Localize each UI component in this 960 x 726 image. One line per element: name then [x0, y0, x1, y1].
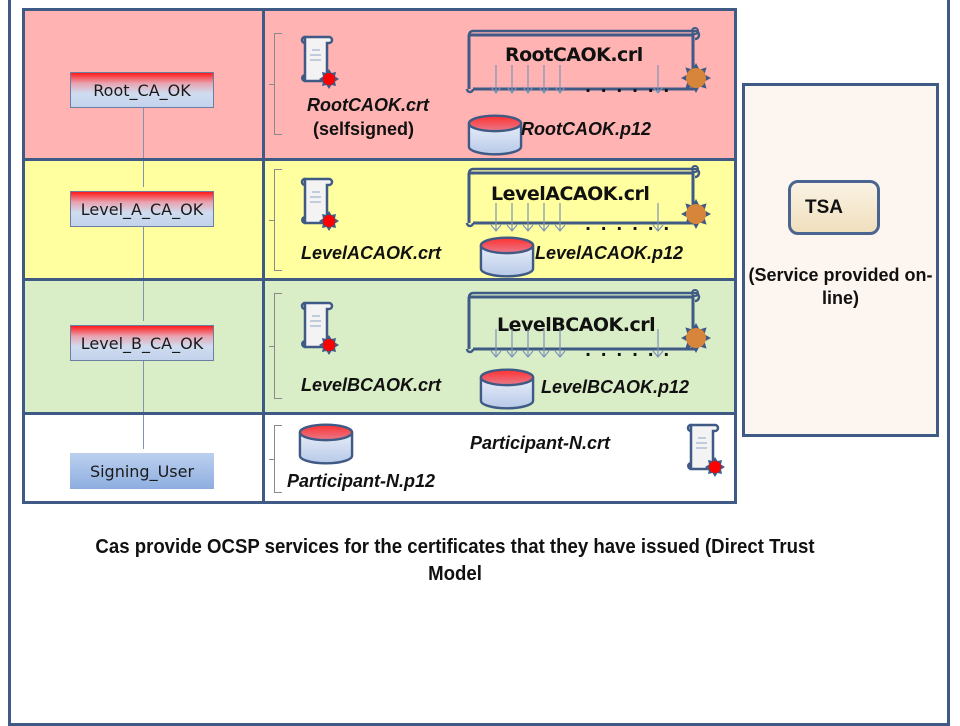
connector-line — [143, 108, 144, 158]
tsa-note: (Service provided on-line) — [748, 265, 933, 308]
connector-line — [143, 281, 144, 321]
row-signing-user: Signing_User Participant-N.p12 Participa… — [25, 415, 734, 501]
connector-line — [143, 161, 144, 187]
certificate-scroll-icon — [298, 175, 340, 231]
row-divider — [25, 278, 734, 281]
row-root-ca: Root_CA_OK RootCAOK.crt (selfsigned) Roo… — [25, 11, 734, 158]
bracket — [269, 169, 282, 271]
crl-ellipsis: . . . . . . — [585, 215, 672, 234]
database-cylinder-icon — [298, 421, 354, 467]
ocsp-caption: Cas provide OCSP services for the certif… — [95, 536, 815, 585]
level-b-keystore-filename: LevelBCAOK.p12 — [541, 377, 690, 397]
connector-line — [143, 227, 144, 278]
crl-ellipsis: . . . . . . — [585, 77, 672, 96]
level-b-cert-filename: LevelBCAOK.crt — [301, 375, 442, 395]
signing-user-node[interactable]: Signing_User — [70, 453, 214, 489]
crl-scroll-icon — [465, 27, 711, 94]
arrow-down-icon-group — [490, 65, 664, 94]
database-cylinder-icon — [479, 367, 535, 411]
bracket — [269, 33, 282, 135]
certificate-scroll-icon — [684, 421, 726, 477]
root-ca-node[interactable]: Root_CA_OK — [70, 72, 214, 108]
crl-ellipsis: . . . . . . — [585, 341, 672, 360]
database-cylinder-icon — [467, 113, 523, 157]
root-keystore-filename: RootCAOK.p12 — [521, 119, 651, 139]
root-cert-note: (selfsigned) — [313, 119, 415, 139]
row-level-b-ca: Level_B_CA_OK LevelBCAOK.crl . . . . . . — [25, 281, 734, 412]
row-divider — [25, 158, 734, 161]
row-level-a-ca: Level_A_CA_OK LevelACAOK.crl . . . . . . — [25, 161, 734, 278]
row-divider — [25, 412, 734, 415]
ca-node-cell: Level_A_CA_OK — [25, 161, 265, 278]
crl-scroll-icon — [465, 289, 711, 354]
connector-line — [143, 415, 144, 449]
level-a-keystore-filename: LevelACAOK.p12 — [535, 243, 684, 263]
bracket — [269, 293, 282, 399]
pki-hierarchy-diagram: Root_CA_OK RootCAOK.crt (selfsigned) Roo… — [22, 8, 737, 504]
user-node-cell: Signing_User — [25, 415, 265, 501]
database-cylinder-icon — [479, 235, 535, 279]
bracket — [269, 425, 282, 493]
crl-scroll-icon — [465, 165, 711, 229]
connector-line — [143, 361, 144, 412]
artifact-cell: LevelBCAOK.crl . . . . . . LevelBCAOK.cr… — [265, 281, 734, 412]
root-cert-filename: RootCAOK.crt — [307, 95, 429, 115]
participant-keystore-filename: Participant-N.p12 — [287, 471, 436, 491]
tsa-button[interactable]: TSA — [788, 180, 880, 235]
ca-node-cell: Level_B_CA_OK — [25, 281, 265, 412]
artifact-cell: RootCAOK.crt (selfsigned) RootCAOK.crl .… — [265, 11, 734, 158]
certificate-scroll-icon — [298, 33, 340, 89]
ca-node-cell: Root_CA_OK — [25, 11, 265, 158]
level-a-crl-filename: LevelACAOK.crl — [491, 183, 650, 205]
certificate-scroll-icon — [298, 299, 340, 355]
artifact-cell: Participant-N.p12 Participant-N.crt — [265, 415, 734, 501]
level-b-ca-node[interactable]: Level_B_CA_OK — [70, 325, 214, 361]
tsa-panel: TSA (Service provided on-line) — [742, 83, 939, 437]
artifact-cell: LevelACAOK.crl . . . . . . LevelACAOK.cr… — [265, 161, 734, 278]
root-crl-filename: RootCAOK.crl — [505, 44, 643, 66]
level-a-cert-filename: LevelACAOK.crt — [301, 243, 442, 263]
arrow-down-icon-group — [490, 329, 664, 358]
arrow-down-icon-group — [490, 203, 664, 232]
participant-cert-filename: Participant-N.crt — [470, 433, 611, 453]
level-b-crl-filename: LevelBCAOK.crl — [497, 314, 656, 336]
level-a-ca-node[interactable]: Level_A_CA_OK — [70, 191, 214, 227]
